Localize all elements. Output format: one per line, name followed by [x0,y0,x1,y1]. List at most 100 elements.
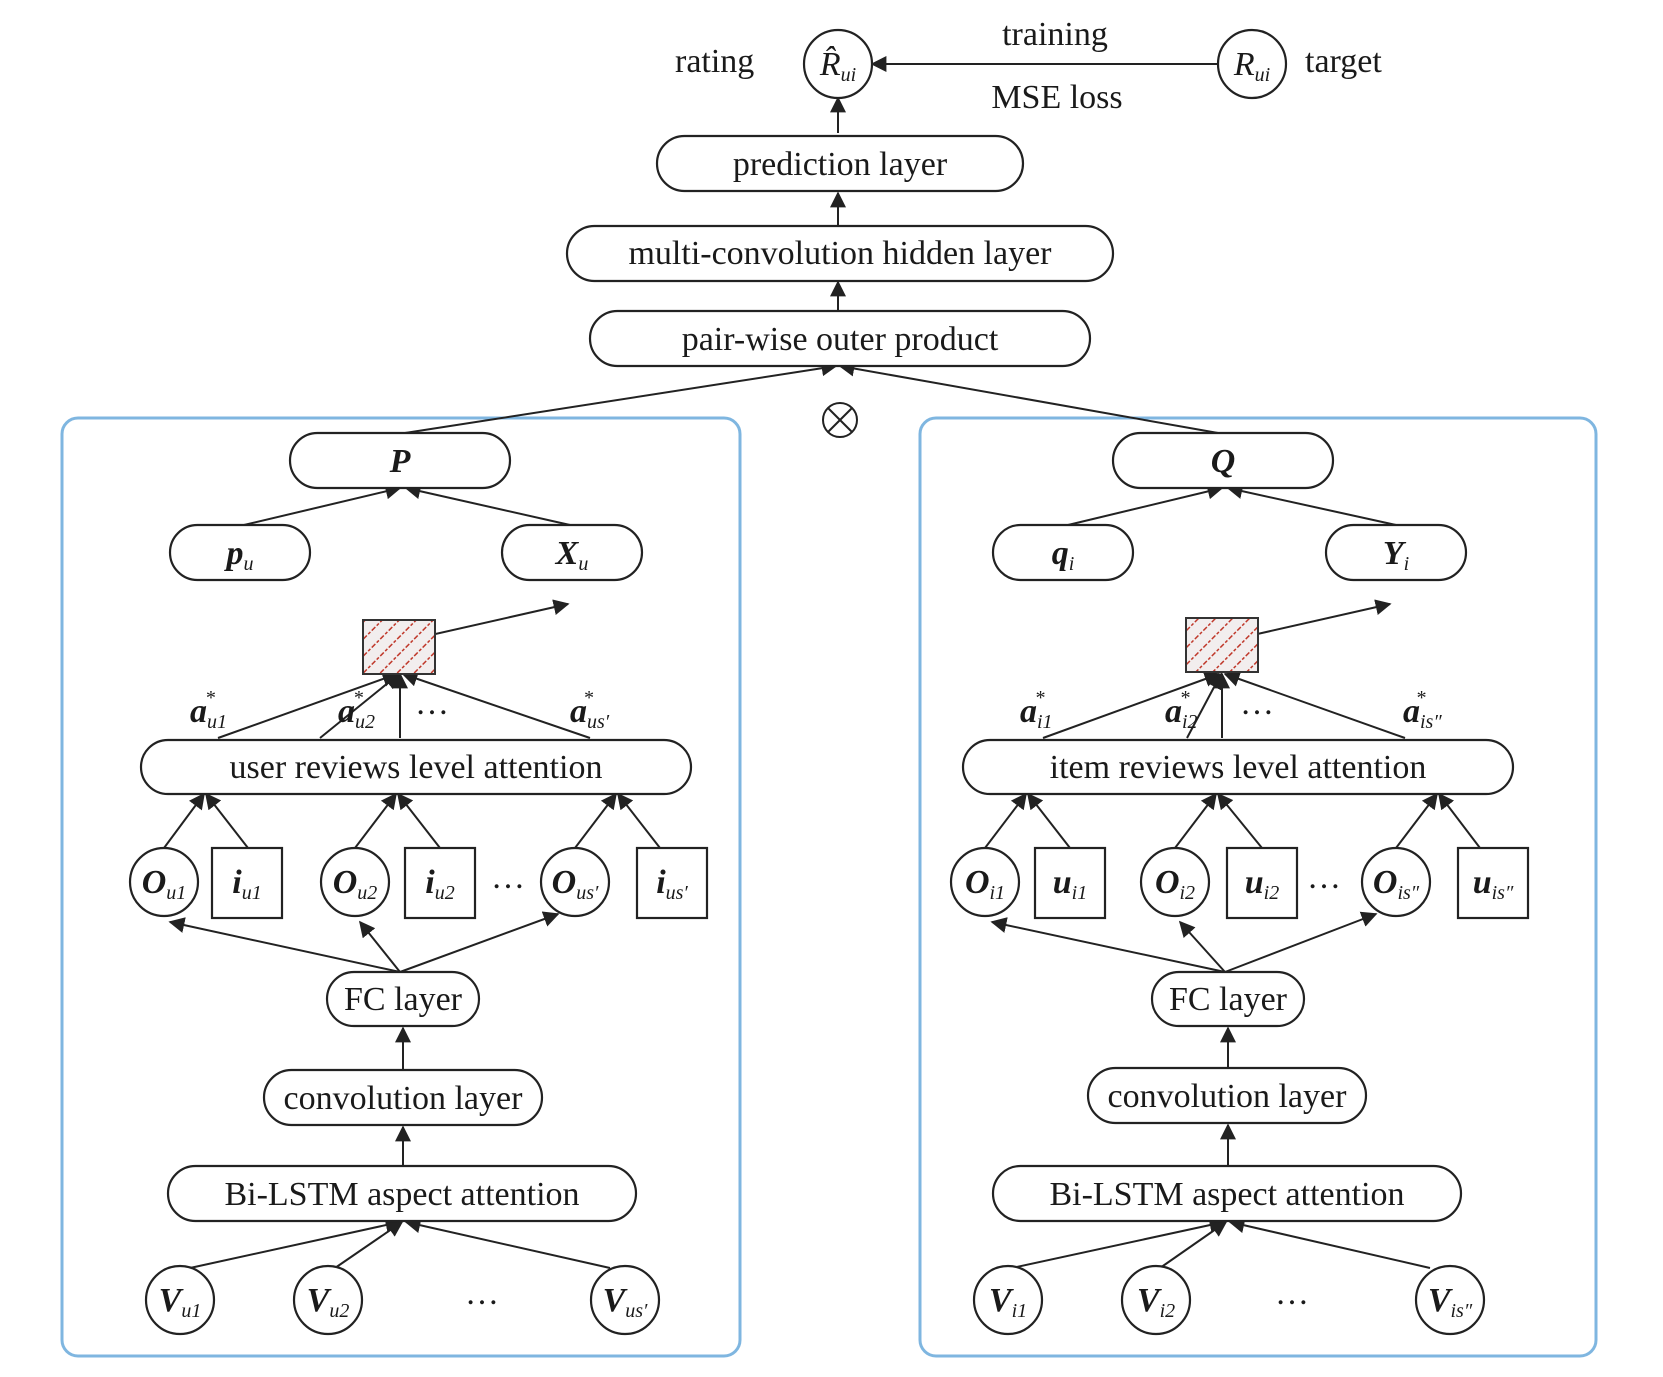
ois-symbol: O [1373,864,1398,901]
svg-text:uis″: uis″ [1473,864,1514,904]
svg-text:Vu2: Vu2 [307,1282,350,1322]
iu1-subscript: u1 [242,882,262,904]
item-v1-node: Vi1 [972,1264,1044,1336]
qi-subscript: i [1069,553,1075,575]
item-convolution-layer-label: convolution layer [1108,1078,1348,1115]
item-convolution-layer-node: convolution layer [1086,1066,1368,1125]
prediction-layer-node: prediction layer [655,134,1025,193]
user-o2-node: Ou2 [319,846,391,918]
vus-subscript: us′ [625,1300,648,1322]
svg-text:au2*: au2* [338,687,375,733]
item-yi-node: Yi [1324,523,1468,582]
mse-loss-label: MSE loss [991,79,1122,116]
au1-symbol: a [190,693,207,730]
user-reviews-attention-node: user reviews level attention [139,738,693,796]
ai2-symbol: a [1165,693,1182,730]
svg-text:ai1*: ai1* [1020,687,1053,733]
predicted-rating-node: R̂ui [802,28,874,100]
oi1-subscript: i1 [990,882,1006,904]
ou1-subscript: u1 [166,882,186,904]
user-p-node: P [288,431,512,490]
item-o1-node: Oi1 [949,846,1021,918]
iu2-subscript: u2 [435,882,455,904]
svg-text:iu2: iu2 [425,864,454,904]
pairwise-outer-product-node: pair-wise outer product [588,309,1092,368]
target-rating-node: Rui [1216,28,1288,100]
item-attention-dots: … [1240,685,1274,722]
svg-text:Ous′: Ous′ [552,864,599,904]
uis-symbol: u [1473,864,1492,901]
oi1-symbol: O [965,864,990,901]
item-reviews-attention-label: item reviews level attention [1050,749,1427,786]
au2-star: * [353,687,363,709]
user-v2-node: Vu2 [292,1264,364,1336]
xu-symbol: X [555,535,580,572]
iu1-symbol: i [232,864,242,901]
yi-subscript: i [1404,553,1410,575]
user-attention-weights: au1* au2* … aus′* [190,685,610,733]
prediction-layer-label: prediction layer [733,146,948,183]
rhat-symbol: R̂ [819,45,841,83]
aus-symbol: a [570,693,587,730]
svg-text:qi: qi [1052,535,1075,575]
vus-symbol: V [603,1282,628,1319]
ius-symbol: i [656,864,666,901]
ai1-symbol: a [1020,693,1037,730]
item-fc-layer-label: FC layer [1169,981,1288,1018]
svg-text:Ou1: Ou1 [142,864,187,904]
vi1-subscript: i1 [1012,1300,1028,1322]
ous-symbol: O [552,864,577,901]
pu-symbol: p [224,535,244,572]
pu-subscript: u [244,553,254,575]
svg-text:Oi2: Oi2 [1155,864,1195,904]
item-v-dots: … [1275,1275,1309,1312]
ais-symbol: a [1403,693,1420,730]
oi2-symbol: O [1155,864,1180,901]
svg-text:Vi2: Vi2 [1137,1282,1175,1322]
item-v3-node: Vis″ [1414,1264,1486,1336]
svg-text:Vus′: Vus′ [603,1282,648,1322]
ui1-symbol: u [1053,864,1072,901]
svg-text:Yi: Yi [1383,535,1409,575]
ais-subscript: is″ [1420,711,1442,733]
user-fc-layer-node: FC layer [325,970,481,1028]
svg-text:pu: pu [224,535,254,575]
user-i3-node: ius′ [635,846,709,920]
user-o3-node: Ous′ [539,846,611,918]
training-label: training [1002,16,1108,53]
multi-convolution-layer-node: multi-convolution hidden layer [565,224,1115,283]
item-fc-layer-node: FC layer [1150,970,1306,1028]
user-i1-node: iu1 [210,846,284,920]
vu1-symbol: V [159,1282,184,1319]
ous-subscript: us′ [576,882,599,904]
ai2-star: * [1180,687,1190,709]
svg-text:ui1: ui1 [1053,864,1087,904]
ai2-subscript: i2 [1182,711,1198,733]
svg-text:au1*: au1* [190,687,227,733]
vis-subscript: is″ [1451,1300,1473,1322]
user-v3-node: Vus′ [589,1264,661,1336]
user-i2-node: iu2 [403,846,477,920]
outer-product-icon [822,402,858,438]
ou1-symbol: O [142,864,167,901]
user-v1-node: Vu1 [144,1264,216,1336]
user-fc-layer-label: FC layer [344,981,463,1018]
item-q-label: Q [1211,443,1236,480]
item-o3-node: Ois″ [1360,846,1432,918]
svg-text:iu1: iu1 [232,864,261,904]
user-o-dots: … [491,859,525,896]
item-attention-matrix [1185,617,1259,673]
aus-star: * [583,687,593,709]
user-v-dots: … [465,1275,499,1312]
user-reviews-attention-label: user reviews level attention [230,749,603,786]
au2-subscript: u2 [355,711,375,733]
svg-text:Ois″: Ois″ [1373,864,1420,904]
item-bilstm-label: Bi-LSTM aspect attention [1049,1176,1404,1213]
pairwise-outer-product-label: pair-wise outer product [682,321,999,358]
r-symbol: R [1233,46,1255,83]
item-qi-node: qi [991,523,1135,582]
svg-text:ui2: ui2 [1245,864,1279,904]
aus-subscript: us′ [587,711,610,733]
user-bilstm-node: Bi-LSTM aspect attention [166,1164,638,1223]
